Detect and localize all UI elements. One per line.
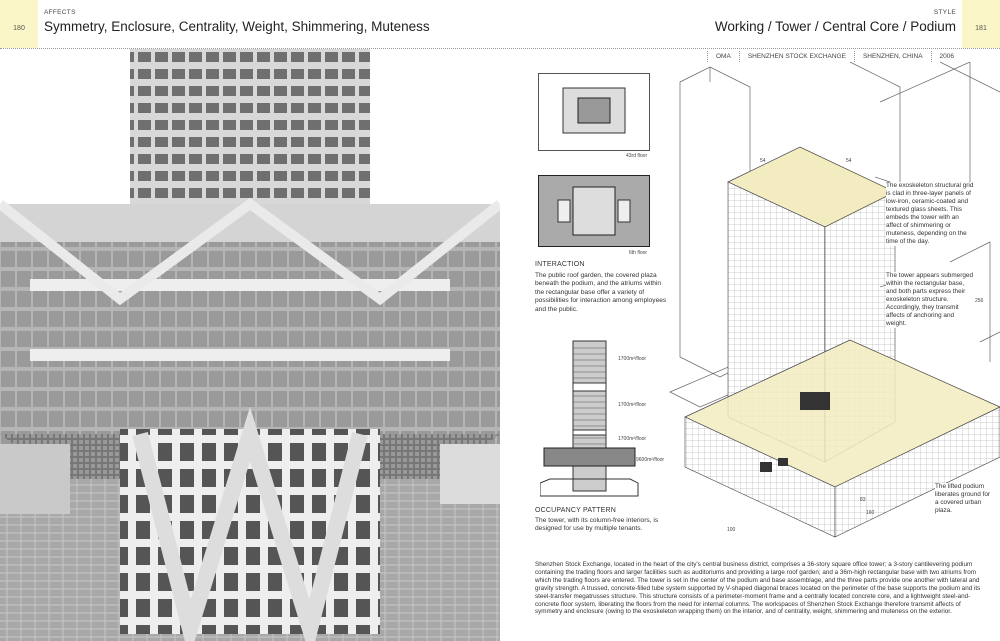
- dim-54-right: 54: [846, 158, 852, 164]
- tower: [130, 49, 370, 209]
- occupancy-heading: OCCUPANCY PATTERN: [535, 507, 617, 514]
- dim-height: 256: [975, 298, 984, 304]
- meta-architect: OMA: [707, 51, 739, 62]
- dim-54-left: 54: [760, 158, 766, 164]
- section-label-4: 9600m²/floor: [636, 457, 665, 463]
- meta-location: SHENZHEN, CHINA: [853, 51, 931, 62]
- interaction-heading: INTERACTION: [535, 261, 585, 268]
- style-label: STYLE: [933, 9, 956, 16]
- dim-100: 100: [727, 527, 736, 533]
- building-rendering: [0, 49, 500, 641]
- note-podium: The lifted podium liberates ground for a…: [935, 483, 995, 515]
- plan-6th-floor: [538, 175, 650, 247]
- note-submerged: The tower appears submerged within the r…: [886, 272, 974, 328]
- axonometric-drawing: [669, 62, 1000, 538]
- note-exoskeleton: The exoskeleton structural grid is clad …: [886, 182, 974, 246]
- plan-43-caption: 43rd floor: [626, 153, 648, 159]
- project-meta: OMA SHENZHEN STOCK EXCHANGE SHENZHEN, CH…: [707, 51, 962, 62]
- project-description: Shenzhen Stock Exchange, located in the …: [535, 561, 981, 616]
- dim-160: 160: [866, 510, 875, 516]
- left-page-number: 180: [0, 0, 38, 48]
- plan-43rd-floor: [538, 73, 650, 151]
- right-page-title: Working / Tower / Central Core / Podium: [714, 19, 956, 34]
- section-label-2: 1700m²/floor: [618, 402, 647, 408]
- left-page-title: Symmetry, Enclosure, Centrality, Weight,…: [44, 19, 430, 34]
- meta-year: 2006: [930, 51, 962, 62]
- occupancy-text: The tower, with its column-free interior…: [535, 517, 659, 533]
- interaction-text: The public roof garden, the covered plaz…: [535, 272, 667, 313]
- meta-project: SHENZHEN STOCK EXCHANGE: [738, 51, 854, 62]
- dim-83: 83: [860, 497, 866, 503]
- affects-label: AFFECTS: [44, 9, 76, 16]
- right-page-number: 181: [962, 0, 1000, 48]
- section-label-1: 1700m²/floor: [618, 356, 647, 362]
- header-divider: [0, 48, 1000, 49]
- tower-section: [540, 340, 639, 497]
- section-label-3: 1700m²/floor: [618, 436, 647, 442]
- podium: [0, 204, 500, 444]
- plan-6-caption: 6th floor: [629, 250, 648, 256]
